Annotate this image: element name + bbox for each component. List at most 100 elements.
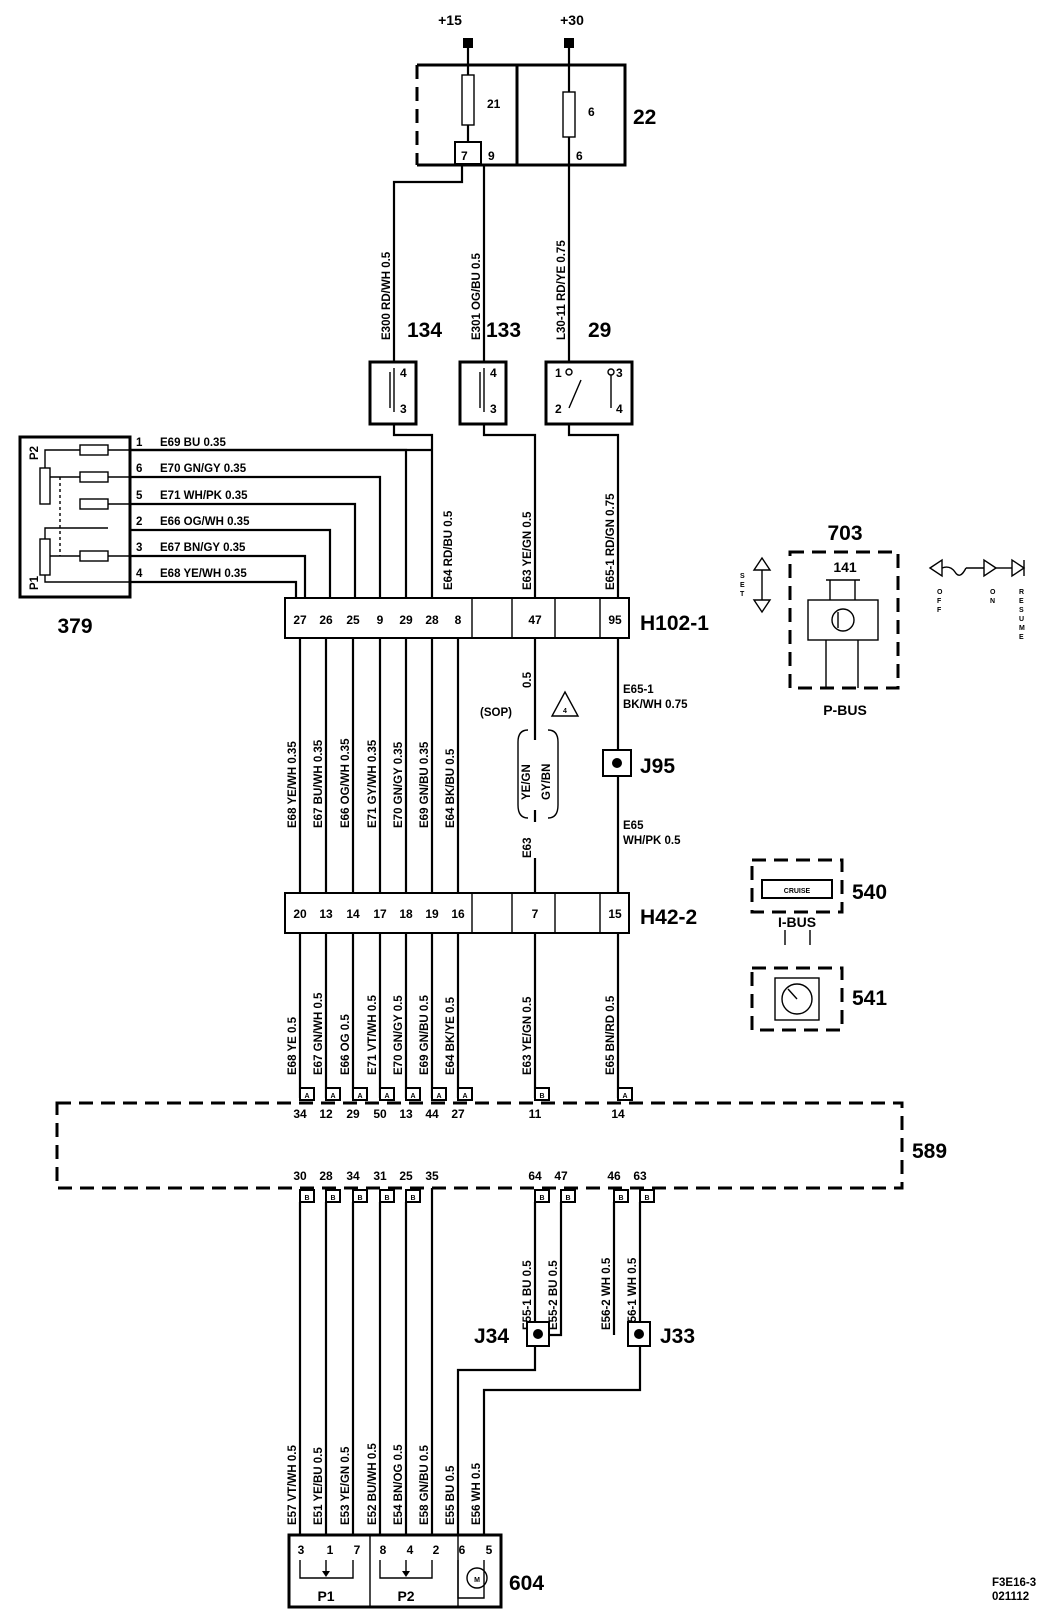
legend-char: F	[937, 598, 942, 605]
h102-to-h42-wires: E68 YE/WH 0.35 E67 BU/WH 0.35 E66 OG/WH …	[287, 638, 688, 893]
on-arrow-icon	[983, 558, 998, 578]
wire-label-e66-og: E66 OG 0.5	[340, 1014, 352, 1075]
legend-char: T	[740, 591, 745, 598]
switch-134-pin-3: 3	[400, 402, 407, 416]
c604-pin-3: 3	[298, 1543, 305, 1557]
ecu-pin-31: 31	[373, 1169, 387, 1183]
wire-label-e56: E56 WH 0.5	[471, 1462, 483, 1525]
stalk-wire-label-e70: E70 GN/GY 0.35	[160, 463, 247, 475]
c604-pin-1: 1	[327, 1543, 334, 1557]
ecu-side-b: B	[330, 1195, 335, 1202]
bottom-wires: E55-1 BU 0.5 E55-2 BU 0.5 E56-2 WH 0.5 E…	[287, 1188, 642, 1535]
ecu-side-b: B	[539, 1195, 544, 1202]
ecu-side-a: A	[330, 1093, 335, 1100]
speedometer-icon	[781, 983, 813, 1015]
switch-to-h102-wires: E64 RD/BU 0.5 E63 YE/GN 0.5 E65-1 RD/GN …	[392, 424, 620, 598]
component-379: P2 P1 379	[18, 435, 132, 638]
ecu-pin-34: 34	[293, 1107, 307, 1121]
h42-pin-20: 20	[293, 907, 307, 921]
legend-char: F	[937, 607, 942, 614]
wire-label-e65-1: E65-1	[623, 684, 654, 696]
h102-pin-28: 28	[425, 613, 439, 627]
legend-char: E	[1019, 634, 1024, 641]
resume-arrow-icon	[1011, 558, 1026, 578]
figure-code: F3E16-3 021112	[992, 1577, 1036, 1603]
component-604: 3 1 7 8 4 2 6 5 P1 P2 M 604	[287, 1533, 544, 1609]
sop-bracket-right	[547, 729, 559, 819]
transistor-icon	[831, 608, 855, 632]
sop-color-yegn: YE/GN	[521, 764, 533, 800]
stalk-wire-label-e69: E69 BU 0.35	[160, 437, 226, 449]
wire-label-e52: E52 BU/WH 0.5	[367, 1443, 379, 1525]
c604-pin-2: 2	[433, 1543, 440, 1557]
switch-133-pin-4: 4	[490, 366, 497, 380]
switch-134-label: 134	[407, 319, 442, 342]
ecu-side-a: A	[410, 1093, 415, 1100]
wire-label-e300: E300 RD/WH 0.5	[381, 251, 393, 340]
plus30-terminal	[564, 38, 574, 48]
wire-label-e55-1: E55-1 BU 0.5	[522, 1260, 534, 1330]
h102-pin-26: 26	[319, 613, 333, 627]
ecu-pin-14: 14	[611, 1107, 625, 1121]
wire-label-e53: E53 YE/GN 0.5	[340, 1446, 352, 1525]
stalk-wires: 1 E69 BU 0.35 6 E70 GN/GY 0.35 5 E71 WH/…	[130, 437, 432, 598]
ecu-pin-50: 50	[373, 1107, 387, 1121]
figure-code-line2: 021112	[992, 1591, 1029, 1603]
fusebox-pin-9: 9	[488, 149, 495, 163]
c604-p1-label: P1	[317, 1588, 334, 1604]
switch-29-pin-4: 4	[616, 402, 623, 416]
wire-label-e63-yegn-2: E63 YE/GN 0.5	[522, 996, 534, 1075]
arrow-down-icon	[752, 599, 772, 614]
c604-pin-8: 8	[380, 1543, 387, 1557]
ecu-pin-64: 64	[528, 1169, 542, 1183]
plus15-terminal	[463, 38, 473, 48]
fuse-21	[461, 74, 475, 126]
switch-29: 29 1 3 2 4	[544, 319, 634, 426]
sop-wire-size: 0.5	[522, 671, 534, 688]
legend-char: M	[1019, 625, 1025, 632]
h102-pin-47: 47	[528, 613, 542, 627]
stalk-pin-6: 6	[136, 463, 142, 475]
fusebox-pin-7: 7	[461, 149, 468, 163]
note-triangle-icon	[550, 690, 580, 717]
legend-char: S	[1019, 607, 1024, 614]
wire-label-e64-bkye: E64 BK/YE 0.5	[445, 996, 457, 1075]
ecu-pin-11: 11	[529, 1107, 542, 1121]
stalk-wire-label-e67: E67 BN/GY 0.35	[160, 542, 246, 554]
legend-char: N	[990, 598, 995, 605]
ecu-pin-34b: 34	[346, 1169, 360, 1183]
connector-h42-2: 20 13 14 17 18 19 16 7 15 H42-2	[284, 892, 697, 934]
wire-label-e56-1: E56-1 WH 0.5	[627, 1257, 639, 1330]
ecu-side-a: A	[304, 1093, 309, 1100]
c604-pin-4: 4	[407, 1543, 414, 1557]
cruise-display-label: CRUISE	[784, 888, 811, 895]
wire-label-e68-ye: E68 YE 0.5	[287, 1016, 299, 1075]
ecu-side-b: B	[384, 1195, 389, 1202]
ecu-side-b: B	[644, 1195, 649, 1202]
ecu-pin-30: 30	[293, 1169, 307, 1183]
sop-bracket-left	[517, 729, 529, 819]
wire-label-e64-rdbu: E64 RD/BU 0.5	[443, 510, 455, 590]
wire-label-e64-bkbu: E64 BK/BU 0.5	[445, 748, 457, 828]
wire-label-e65: E65	[623, 820, 644, 832]
ecu-pin-46: 46	[607, 1169, 621, 1183]
h102-pin-27: 27	[293, 613, 307, 627]
h102-pin-8: 8	[455, 613, 462, 627]
h42-to-ecu-wires: E68 YE 0.5 E67 GN/WH 0.5 E66 OG 0.5 E71 …	[287, 933, 620, 1098]
h42-pin-7: 7	[532, 907, 539, 921]
component-703-bus: P-BUS	[823, 702, 867, 718]
wire-label-e71-gywh: E71 GY/WH 0.35	[367, 739, 379, 828]
component-540-label: 540	[852, 881, 887, 904]
top-wires: E300 RD/WH 0.5 E301 OG/BU 0.5 L30-11 RD/…	[381, 165, 571, 362]
c604-pin-7: 7	[354, 1543, 361, 1557]
stalk-p1-label: P1	[29, 575, 41, 590]
ecu-side-a: A	[462, 1093, 467, 1100]
stalk-pin-2: 2	[136, 516, 142, 528]
component-540: CRUISE 540 I-BUS	[750, 858, 887, 930]
h42-pin-15: 15	[608, 907, 622, 921]
switch-133-label: 133	[486, 319, 521, 342]
ecu-589-top-pins: A A A A A A A B A 34 12 29 50 13 44 27 1…	[293, 1087, 633, 1121]
sop-wire-e63: E63	[522, 838, 534, 858]
h42-pin-19: 19	[425, 907, 439, 921]
h102-label: H102-1	[640, 612, 709, 635]
